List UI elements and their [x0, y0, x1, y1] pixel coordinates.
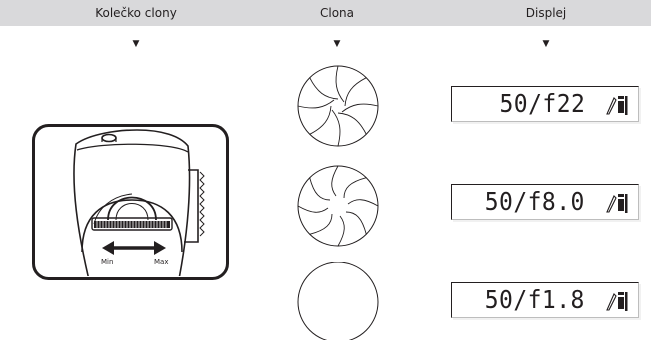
down-arrow-icon: ▼ [542, 39, 550, 49]
aperture-wide-open-icon [297, 262, 379, 340]
camera-illustration: Min Max [32, 124, 229, 280]
lens-indicator-icon [606, 194, 628, 213]
lcd-text: 50/f22 [499, 89, 585, 118]
lcd-text: 50/f8.0 [484, 187, 585, 216]
aperture-row-1 [296, 64, 380, 148]
lcd-display-2: 50/f8.0 [451, 184, 639, 220]
min-label: Min [101, 258, 114, 266]
lcd-display-1: 50/f22 [451, 86, 639, 122]
header-bar [0, 0, 651, 26]
aperture-narrow-icon [297, 65, 379, 147]
camera-body-icon [32, 124, 229, 280]
header-aperture: Clona [319, 6, 355, 20]
lcd-text: 50/f1.8 [484, 285, 585, 314]
down-arrow-icon: ▼ [333, 39, 341, 49]
down-arrow-icon: ▼ [132, 39, 140, 49]
header-aperture-wheel: Kolečko clony [95, 6, 177, 20]
header-display: Displej [525, 6, 567, 20]
lens-indicator-icon [606, 292, 628, 311]
lens-indicator-icon [606, 96, 628, 115]
aperture-row-3 [296, 262, 380, 340]
max-label: Max [154, 258, 169, 266]
aperture-medium-icon [297, 165, 379, 247]
lcd-display-3: 50/f1.8 [451, 282, 639, 318]
aperture-row-2 [296, 164, 380, 248]
